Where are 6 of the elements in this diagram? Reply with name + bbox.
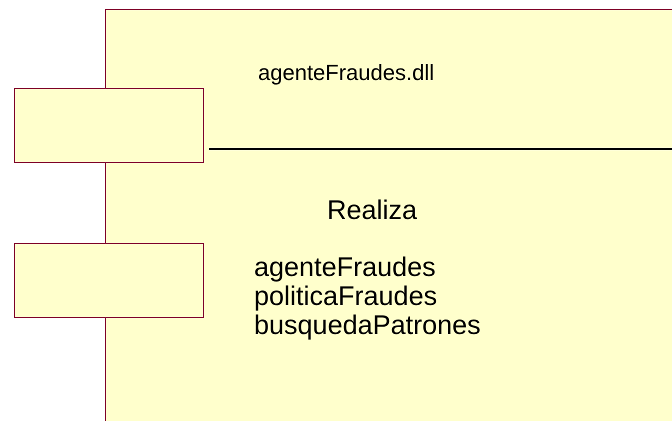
component-box <box>105 9 672 421</box>
component-tab <box>14 88 204 163</box>
section-heading: Realiza <box>327 195 418 226</box>
component-name: agenteFraudes.dll <box>258 60 434 86</box>
realized-classes-list: agenteFraudes politicaFraudes busquedaPatrones <box>254 253 481 340</box>
component-tab <box>14 243 204 318</box>
